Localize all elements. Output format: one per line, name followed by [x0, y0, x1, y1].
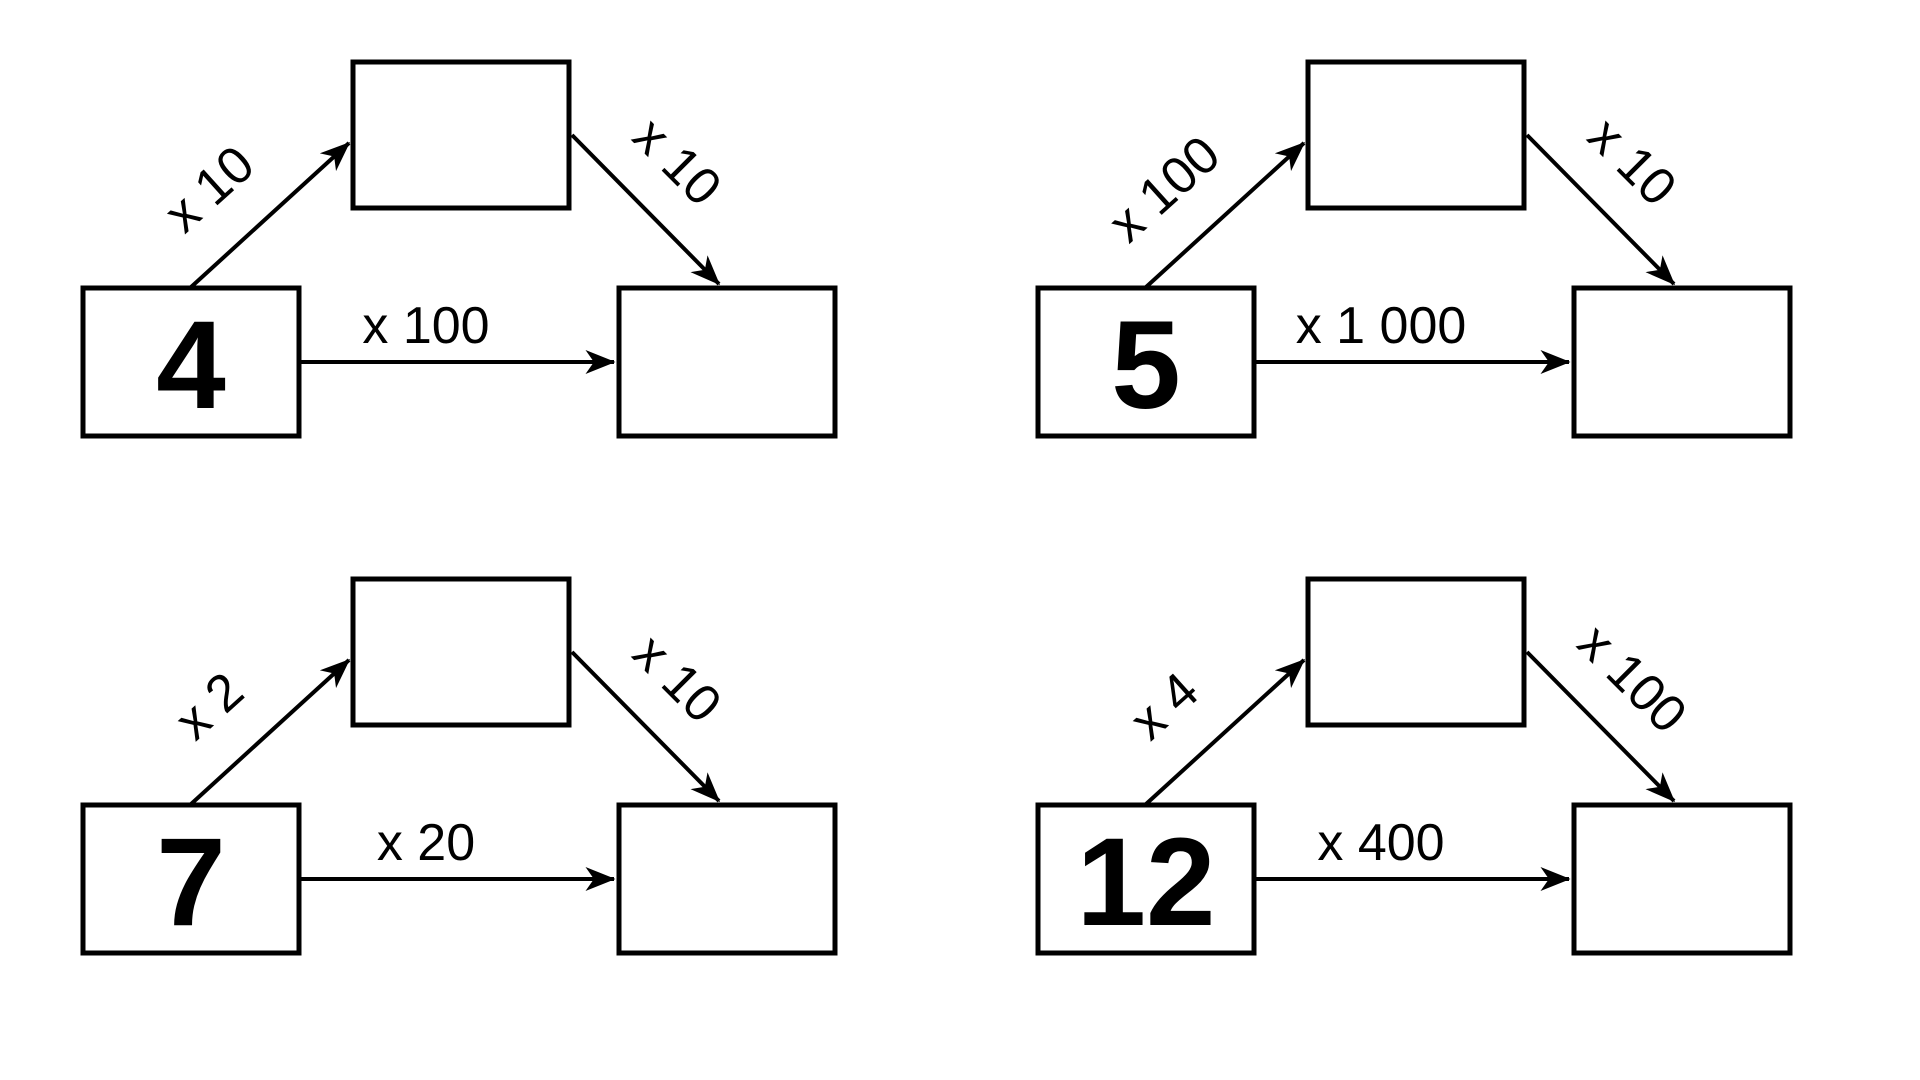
multiply-down-arrow [570, 650, 721, 803]
top-answer-box [350, 576, 572, 728]
start-box [1035, 802, 1257, 956]
direct-arrow-label: x 100 [362, 297, 489, 355]
multiply-down-arrow [1525, 133, 1676, 286]
up-arrow-label: x 4 [1119, 662, 1209, 752]
diagram-start-7: 7 x 2 x 10 x 20 [80, 576, 838, 956]
multiply-up-arrow [188, 141, 351, 290]
direct-arrow-label: x 1 000 [1296, 297, 1467, 355]
multiply-up-arrow [1143, 658, 1306, 807]
up-arrow-label: x 100 [1098, 125, 1231, 253]
start-box [1035, 285, 1257, 439]
start-value: 5 [1111, 296, 1181, 435]
right-answer-box [1571, 285, 1793, 439]
start-box [80, 285, 302, 439]
multiply-up-arrow [1143, 141, 1306, 290]
top-answer-box [1305, 59, 1527, 211]
right-answer-box [616, 285, 838, 439]
multiply-down-arrow [570, 133, 721, 286]
top-answer-box [350, 59, 572, 211]
multiply-up-arrow [188, 658, 351, 807]
diagram-start-4: 4 x 10 x 10 x 100 [80, 59, 838, 439]
up-arrow-label: x 10 [154, 135, 266, 244]
right-answer-box [1571, 802, 1793, 956]
start-box [80, 802, 302, 956]
up-arrow-label: x 2 [164, 662, 254, 752]
top-answer-box [1305, 576, 1527, 728]
direct-arrow-label: x 400 [1317, 814, 1444, 872]
diagram-start-12: 12 x 4 x 100 x 400 [1035, 576, 1793, 956]
start-value: 4 [156, 296, 226, 435]
direct-arrow-label: x 20 [377, 814, 475, 872]
diagram-start-5: 5 x 100 x 10 x 1 000 [1035, 59, 1793, 439]
down-arrow-label: x 100 [1567, 613, 1698, 744]
right-answer-box [616, 802, 838, 956]
multiply-down-arrow [1525, 650, 1676, 803]
start-value: 12 [1076, 813, 1215, 952]
start-value: 7 [156, 813, 226, 952]
